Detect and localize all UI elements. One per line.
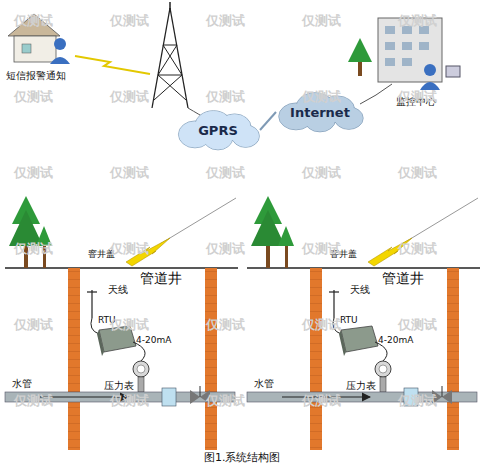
- watermark: 仅测试: [110, 394, 149, 408]
- text-label: 水管: [254, 378, 274, 389]
- watermark: 仅测试: [302, 318, 341, 332]
- watermark: 仅测试: [110, 14, 149, 28]
- watermark: 仅测试: [14, 242, 53, 256]
- text-label: 短信报警通知: [6, 70, 66, 81]
- watermark: 仅测试: [110, 318, 149, 332]
- text-label: 4-20mA: [378, 336, 413, 346]
- text-label: 管道井: [382, 271, 424, 286]
- text-label: 天线: [350, 284, 370, 295]
- watermark: 仅测试: [14, 394, 53, 408]
- text-label: 4-20mA: [136, 336, 171, 346]
- watermark: 仅测试: [302, 394, 341, 408]
- cloud-label: Internet: [290, 105, 350, 120]
- text-label: 管道井: [140, 271, 182, 286]
- watermark: 仅测试: [206, 318, 245, 332]
- watermark: 仅测试: [398, 166, 437, 180]
- watermark: 仅测试: [302, 166, 341, 180]
- watermark: 仅测试: [206, 166, 245, 180]
- watermark: 仅测试: [398, 90, 437, 104]
- watermark: 仅测试: [110, 166, 149, 180]
- watermark: 仅测试: [398, 242, 437, 256]
- watermark: 仅测试: [398, 318, 437, 332]
- watermark: 仅测试: [110, 242, 149, 256]
- cloud-node: GPRS: [172, 108, 264, 152]
- watermark: 仅测试: [302, 14, 341, 28]
- watermark: 仅测试: [302, 242, 341, 256]
- watermark: 仅测试: [398, 14, 437, 28]
- text-label: RTU: [340, 316, 358, 326]
- text-label: 水管: [12, 378, 32, 389]
- text-label: 天线: [108, 284, 128, 295]
- watermark: 仅测试: [110, 90, 149, 104]
- watermark: 仅测试: [14, 318, 53, 332]
- watermark: 仅测试: [14, 166, 53, 180]
- watermark: 仅测试: [398, 394, 437, 408]
- watermark: 仅测试: [206, 394, 245, 408]
- figure-caption: 图1.系统结构图: [204, 452, 281, 464]
- connector: [260, 112, 276, 130]
- watermark: 仅测试: [206, 90, 245, 104]
- watermark: 仅测试: [14, 90, 53, 104]
- text-label: 压力表: [104, 380, 134, 391]
- watermark: 仅测试: [206, 242, 245, 256]
- text-label: 压力表: [346, 380, 376, 391]
- cloud-label: GPRS: [198, 123, 238, 138]
- watermark: 仅测试: [206, 14, 245, 28]
- watermark: 仅测试: [302, 90, 341, 104]
- watermark: 仅测试: [14, 14, 53, 28]
